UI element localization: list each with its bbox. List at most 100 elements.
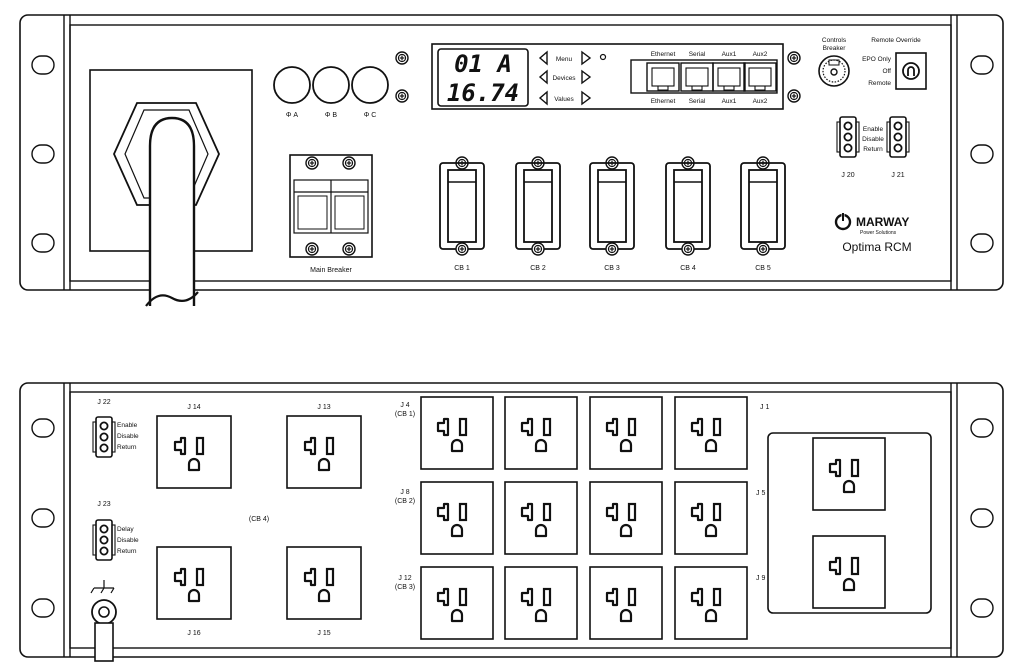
controls-breaker-label-line1: Controls — [822, 37, 847, 44]
outlet-cb5-upper[interactable] — [813, 438, 885, 510]
aux2-port[interactable] — [743, 62, 777, 92]
breaker-screw-icon — [605, 242, 619, 256]
phase-b-label: Φ B — [325, 112, 338, 119]
display-line1: 01 A — [454, 50, 512, 78]
j22-enable-label: Enable — [117, 422, 138, 429]
controls-breaker-label-line2: Breaker — [823, 45, 847, 52]
controls-breaker[interactable] — [818, 55, 850, 87]
j1-label: J 1 — [760, 404, 769, 411]
phase-lamp-c — [351, 66, 389, 104]
aux1-port[interactable] — [712, 62, 746, 92]
rack-ear-hole — [31, 598, 55, 618]
breaker-cb4[interactable] — [665, 156, 711, 256]
cb3-label: CB 3 — [604, 265, 620, 272]
outlet-j13[interactable] — [287, 416, 361, 488]
ground-symbol-icon — [90, 580, 115, 594]
power-cord-entry — [89, 69, 253, 307]
values-right-arrow-icon[interactable] — [581, 90, 592, 106]
breaker-screw-icon — [531, 242, 545, 256]
j21-label: J 21 — [891, 172, 904, 179]
breaker-cb5[interactable] — [740, 156, 786, 256]
outlet-j6[interactable] — [590, 482, 662, 554]
menu-left-arrow-icon[interactable] — [538, 50, 548, 66]
menu-right-arrow-icon[interactable] — [581, 50, 592, 66]
panel-screw-icon — [787, 89, 801, 103]
connector-j21[interactable] — [886, 116, 910, 158]
outlet-j2[interactable] — [590, 397, 662, 469]
cb5-label: CB 5 — [755, 265, 771, 272]
main-breaker[interactable] — [289, 154, 373, 258]
connector-j22[interactable] — [92, 416, 116, 458]
phase-lamp-a — [273, 66, 311, 104]
outlet-j12[interactable] — [421, 567, 493, 639]
j23-label: J 23 — [97, 501, 110, 508]
ethernet-port[interactable] — [646, 62, 680, 92]
cb1-group-label: (CB 1) — [395, 411, 415, 418]
rack-ear-hole — [970, 55, 994, 75]
branch-breakers: CB 1 CB 2 CB 3 CB 4 CB 5 — [439, 156, 786, 272]
nav-menu-label: Menu — [556, 56, 573, 63]
connector-j20[interactable] — [836, 116, 860, 158]
status-led-icon — [599, 53, 607, 61]
nav-devices-label: Devices — [552, 75, 576, 82]
panel-screw-icon — [395, 51, 409, 65]
remote-override-key-switch[interactable] — [895, 52, 927, 90]
values-left-arrow-icon[interactable] — [538, 90, 548, 106]
outlet-j1[interactable] — [675, 397, 747, 469]
connector-j23[interactable] — [92, 519, 116, 561]
outlet-cb5-lower[interactable] — [813, 536, 885, 608]
breaker-cb3[interactable] — [589, 156, 635, 256]
j8-label: J 8 — [400, 489, 409, 496]
controller-module: 01 A 16.74 Menu Devices Values Ethernet … — [431, 43, 784, 110]
outlet-j8[interactable] — [421, 482, 493, 554]
outlet-j10[interactable] — [590, 567, 662, 639]
outlet-j4[interactable] — [421, 397, 493, 469]
j20-return-label: Return — [863, 146, 883, 153]
cb4-label: CB 4 — [680, 265, 696, 272]
nav-values-label: Values — [554, 96, 574, 103]
outlet-j16[interactable] — [157, 547, 231, 619]
port-label-serial-bottom: Serial — [689, 98, 706, 105]
j5-label: J 5 — [756, 490, 765, 497]
outlet-j9[interactable] — [675, 567, 747, 639]
brand-name: MARWAY — [856, 215, 909, 229]
rack-ear-hole — [970, 418, 994, 438]
j23-return-label: Return — [117, 548, 137, 555]
rack-ear-hole — [31, 144, 55, 164]
main-breaker-screw-icon — [305, 242, 319, 256]
rack-ear-hole — [31, 233, 55, 253]
panel-screw-icon — [787, 51, 801, 65]
j16-label: J 16 — [187, 630, 200, 637]
outlet-j3[interactable] — [505, 397, 577, 469]
main-breaker-screw-icon — [342, 156, 356, 170]
j15-label: J 15 — [317, 630, 330, 637]
serial-port[interactable] — [680, 62, 714, 92]
devices-left-arrow-icon[interactable] — [538, 69, 548, 85]
cb2-group-label: (CB 2) — [395, 498, 415, 505]
outlet-j15[interactable] — [287, 547, 361, 619]
brand-logo: MARWAY Power Solutions — [834, 212, 909, 236]
ground-lug — [90, 580, 117, 662]
outlet-j5[interactable] — [675, 482, 747, 554]
rack-ear-hole — [970, 508, 994, 528]
j22-disable-label: Disable — [117, 433, 139, 440]
breaker-screw-icon — [681, 242, 695, 256]
cb2-label: CB 2 — [530, 265, 546, 272]
rack-ear-hole — [31, 55, 55, 75]
devices-right-arrow-icon[interactable] — [581, 69, 592, 85]
cb4-group-label: (CB 4) — [249, 516, 269, 523]
override-option-off: Off — [882, 68, 891, 75]
display-line2: 16.74 — [447, 79, 519, 107]
breaker-cb2[interactable] — [515, 156, 561, 256]
port-label-ethernet-bottom: Ethernet — [651, 98, 676, 105]
j20-disable-label: Disable — [862, 136, 884, 143]
breaker-cb1[interactable] — [439, 156, 485, 256]
port-label-aux1: Aux1 — [722, 51, 737, 58]
override-option-remote: Remote — [868, 80, 891, 87]
main-breaker-screw-icon — [305, 156, 319, 170]
outlet-j11[interactable] — [505, 567, 577, 639]
outlet-j7[interactable] — [505, 482, 577, 554]
brand-tagline: Power Solutions — [860, 230, 897, 236]
phase-lamps: Φ A Φ B Φ C — [273, 66, 389, 119]
outlet-j14[interactable] — [157, 416, 231, 488]
